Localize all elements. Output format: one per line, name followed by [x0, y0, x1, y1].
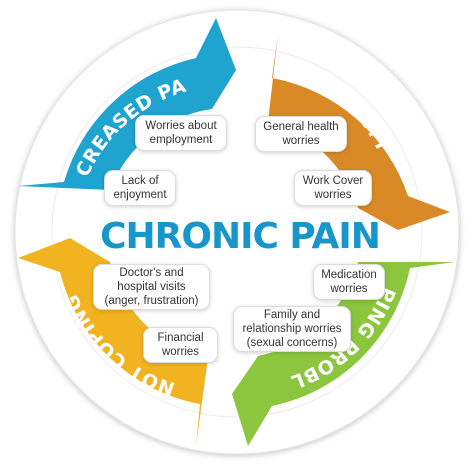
bubble-medication-worries: Medication worries [313, 264, 385, 300]
bubble-work-cover-worries: Work Cover worries [294, 170, 372, 206]
segment-increased-pain [18, 18, 236, 190]
bubble-financial-worries: Financial worries [143, 327, 218, 363]
center-title: CHRONIC PAIN [100, 216, 380, 257]
bubble-employment-worries: Worries about employment [135, 115, 227, 151]
bubble-doctors-hospital-visits: Doctor's and hospital visits (anger, fru… [93, 264, 210, 310]
segment-not-coping [18, 238, 208, 446]
segment-sleeping-problems [232, 262, 455, 446]
bubble-family-relationship-worries: Family and relationship worries (sexual … [233, 306, 351, 352]
segment-anxiety [268, 34, 450, 230]
bubble-lack-of-enjoyment: Lack of enjoyment [104, 170, 176, 206]
bubble-general-health-worries: General health worries [255, 116, 347, 152]
